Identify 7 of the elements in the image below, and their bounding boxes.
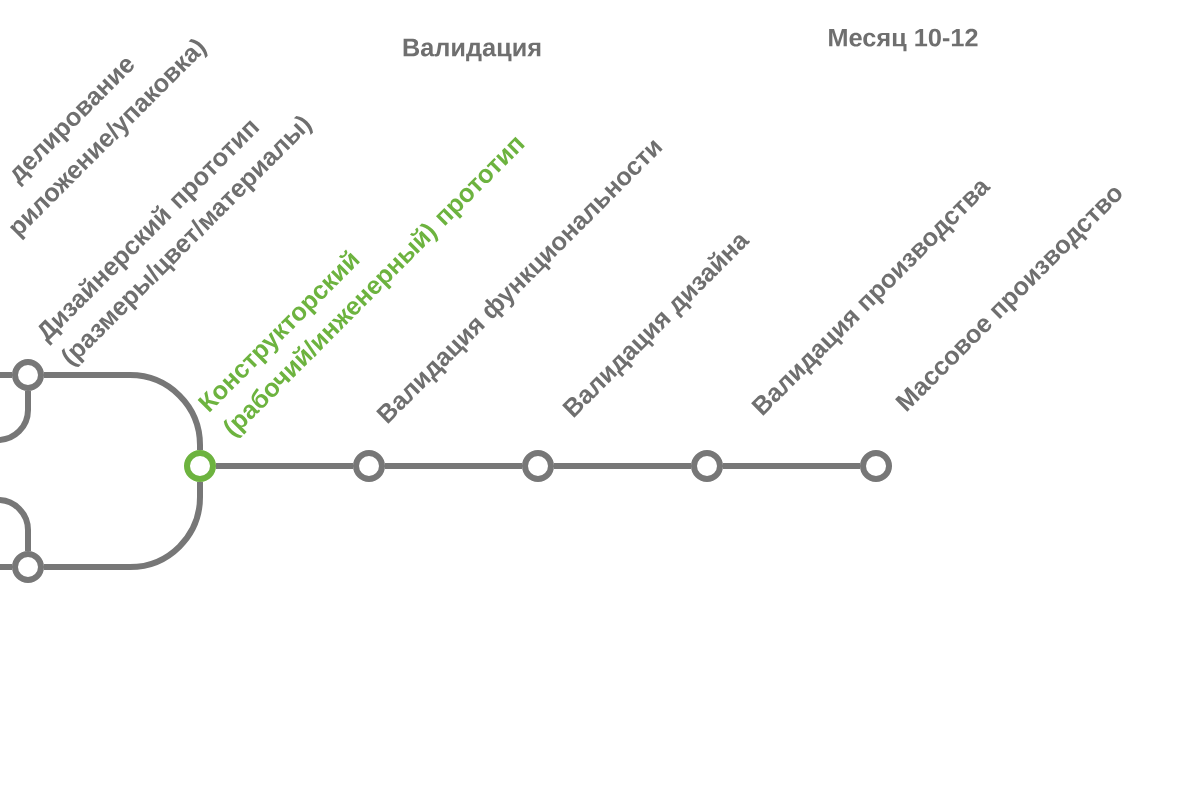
station-circle: [12, 551, 44, 583]
track-line: [0, 564, 12, 570]
track-line: [44, 482, 203, 570]
heading: Валидация: [403, 38, 541, 62]
heading: Месяц 10-12: [829, 28, 978, 52]
track-line: [0, 391, 31, 443]
track-line: [0, 372, 12, 378]
